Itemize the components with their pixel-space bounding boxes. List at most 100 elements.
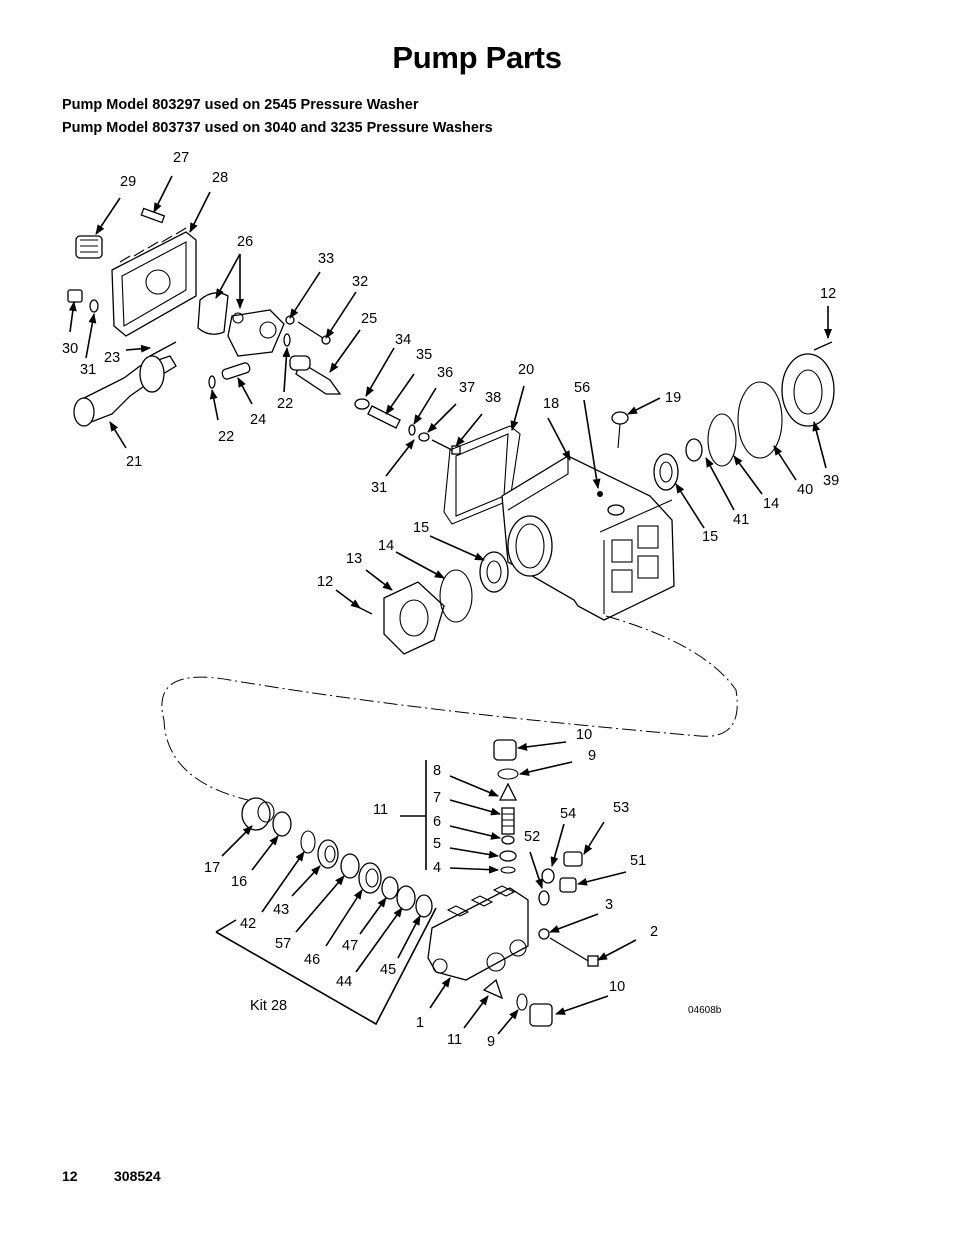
callout-28: 28: [212, 170, 228, 186]
part-51-plug: [559, 877, 577, 893]
part-12-screw-left: [351, 603, 373, 615]
part-14-oring-left: [439, 569, 473, 623]
part-2-bolt: [549, 937, 599, 967]
part-4-oring: [500, 866, 516, 874]
callout-32: 32: [352, 274, 368, 290]
part-15-bearing-right: [653, 453, 679, 491]
part-42-oring: [300, 830, 316, 854]
callout-34: 34: [395, 332, 411, 348]
callout-16: 16: [231, 874, 247, 890]
callout-26: 26: [237, 234, 253, 250]
callout-21: 21: [126, 454, 142, 470]
callout-20: 20: [518, 362, 534, 378]
callout-4: 4: [433, 860, 441, 876]
callout-22b: 22: [277, 396, 293, 412]
callout-11a: 11: [373, 802, 388, 818]
callout-2: 2: [650, 924, 658, 940]
callout-12b: 12: [317, 574, 333, 590]
callout-33: 33: [318, 251, 334, 267]
callout-36: 36: [437, 365, 453, 381]
part-19-dipstick: [611, 411, 629, 449]
part-24-wrist-pin: [221, 362, 251, 380]
callout-43: 43: [273, 902, 289, 918]
part-41-seal: [685, 438, 703, 462]
part-23-pin: [149, 341, 177, 357]
callout-44: 44: [336, 974, 352, 990]
callout-8: 8: [433, 763, 441, 779]
document-number: 308524: [114, 1168, 161, 1184]
callout-41: 41: [733, 512, 749, 528]
part-35-plunger: [367, 405, 401, 429]
figure-reference: 04608b: [688, 1005, 722, 1016]
callout-47: 47: [342, 938, 358, 954]
callout-1: 1: [416, 1015, 424, 1031]
callout-14a: 14: [763, 496, 779, 512]
subtitle-model-803297: Pump Model 803297 used on 2545 Pressure …: [62, 97, 419, 113]
callout-37: 37: [459, 380, 475, 396]
part-57-ring: [340, 853, 360, 879]
part-31-washer: [418, 432, 430, 442]
callout-46: 46: [304, 952, 320, 968]
callout-19: 19: [665, 390, 681, 406]
callout-11b: 11: [447, 1032, 462, 1048]
part-40-gasket: [737, 381, 783, 459]
callout-13: 13: [346, 551, 362, 567]
callout-15b: 15: [413, 520, 429, 536]
callout-9b: 9: [487, 1034, 495, 1050]
part-11-valve-bottom: [482, 978, 504, 1000]
callout-18: 18: [543, 396, 559, 412]
callout-10a: 10: [576, 727, 592, 743]
part-13-bearing-cover-left: [383, 581, 445, 655]
subtitle-model-803737: Pump Model 803737 used on 3040 and 3235 …: [62, 120, 493, 136]
callout-3: 3: [605, 897, 613, 913]
part-53-plug: [563, 851, 583, 867]
kit-28-label: Kit 28: [250, 998, 287, 1014]
part-14-oring-right: [707, 413, 737, 467]
callout-15a: 15: [702, 529, 718, 545]
callout-6: 6: [433, 814, 441, 830]
callout-27: 27: [173, 150, 189, 166]
part-36-oring: [408, 424, 416, 436]
part-22-circlip-a: [208, 375, 216, 389]
part-17-plunger-retainer: [241, 797, 275, 831]
part-27-screw: [140, 207, 166, 224]
callout-14b: 14: [378, 538, 394, 554]
callout-30: 30: [62, 341, 78, 357]
part-47-ring: [381, 876, 399, 900]
part-28-cover: [111, 227, 197, 337]
part-9-oring-top: [497, 768, 519, 780]
callout-52: 52: [524, 829, 540, 845]
part-38-bolt: [431, 439, 461, 455]
callout-9a: 9: [588, 748, 596, 764]
part-9-oring-bottom: [516, 993, 528, 1011]
callout-25: 25: [361, 311, 377, 327]
callout-labels: 27 29 28 26 33 32 25 30 23 31 34 35 36 3…: [62, 150, 839, 1050]
page-number: 12: [62, 1168, 78, 1184]
part-43-seal: [317, 839, 339, 869]
part-22-circlip-b: [283, 333, 291, 347]
part-46-seal: [358, 862, 382, 894]
callout-53: 53: [613, 800, 629, 816]
callout-22a: 22: [218, 429, 234, 445]
part-52-washer: [538, 890, 550, 906]
callout-45: 45: [380, 962, 396, 978]
callout-35: 35: [416, 347, 432, 363]
part-8-valve-cage: [498, 782, 518, 801]
callout-39: 39: [823, 473, 839, 489]
callout-23: 23: [104, 350, 120, 366]
callout-57: 57: [275, 936, 291, 952]
callout-54: 54: [560, 806, 576, 822]
callout-40: 40: [797, 482, 813, 498]
part-15-bearing-left: [479, 551, 509, 593]
part-45-ring: [415, 894, 433, 918]
part-31-oring: [89, 299, 99, 313]
part-6-valve: [501, 835, 515, 845]
part-21-crankshaft: [73, 355, 177, 427]
part-32-screw: [297, 321, 331, 345]
callout-38: 38: [485, 390, 501, 406]
callout-31b: 31: [371, 480, 387, 496]
part-10-plug-bottom: [529, 1003, 553, 1027]
part-drawings: [67, 207, 835, 1027]
part-44-ring: [396, 885, 416, 911]
